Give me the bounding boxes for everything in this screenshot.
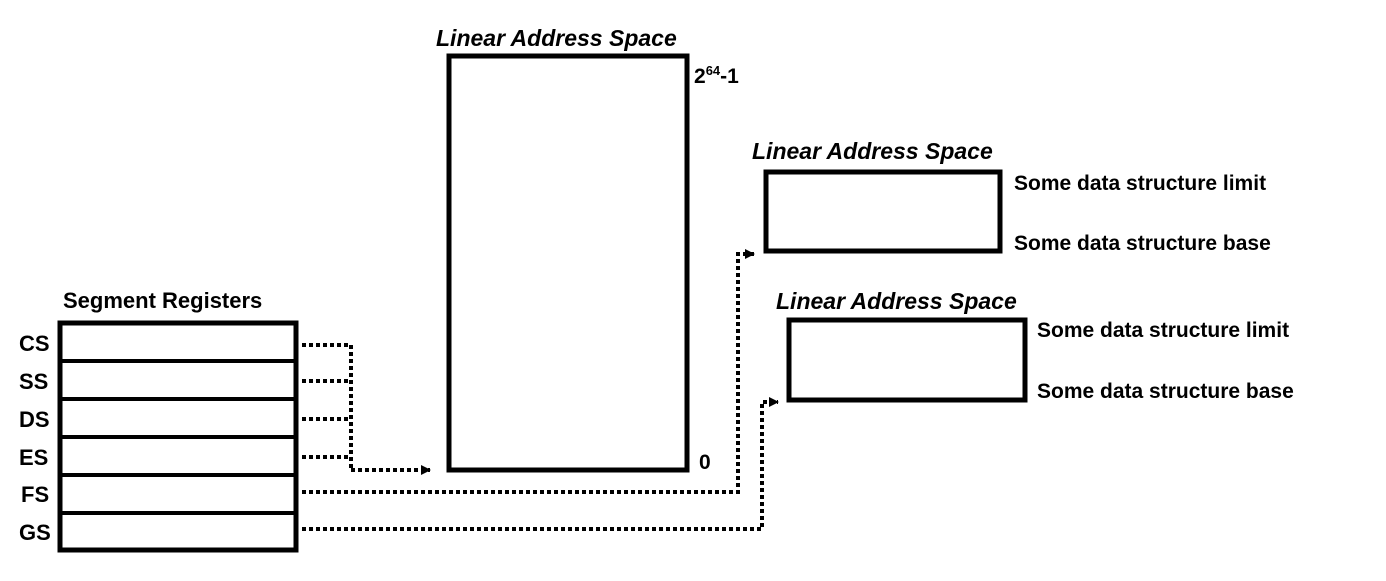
- lower-address-space-box: [786, 317, 1028, 403]
- top-label-base: 2: [694, 65, 706, 88]
- top-label-exponent: 64: [705, 63, 721, 78]
- upper-space-limit-label: Some data structure limit: [1014, 172, 1267, 195]
- main-space-top-label: 264-1: [694, 64, 739, 87]
- register-label-gs: GS: [19, 520, 51, 545]
- segment-registers-title: Segment Registers: [63, 288, 263, 313]
- connector-gs-to-lower: [302, 397, 779, 531]
- register-label-fs: FS: [21, 482, 50, 507]
- lower-space-title: Linear Address Space: [776, 288, 1017, 314]
- register-label-ss: SS: [19, 369, 49, 394]
- connector-fs-to-upper: [302, 249, 755, 494]
- register-label-es: ES: [19, 445, 49, 470]
- main-space-title: Linear Address Space: [436, 25, 677, 51]
- upper-space-title: Linear Address Space: [752, 138, 993, 164]
- upper-space-base-label: Some data structure base: [1014, 232, 1271, 255]
- segment-register-table: [57, 320, 299, 553]
- main-space-bottom-label: 0: [699, 451, 711, 474]
- register-label-ds: DS: [19, 407, 50, 432]
- main-address-space-box: [446, 53, 690, 473]
- register-label-cs: CS: [19, 331, 50, 356]
- connector-cs-es-to-main: [302, 343, 431, 475]
- lower-space-limit-label: Some data structure limit: [1037, 319, 1290, 342]
- upper-address-space-box: [763, 169, 1003, 254]
- lower-space-base-label: Some data structure base: [1037, 380, 1294, 403]
- top-label-suffix: -1: [720, 65, 739, 88]
